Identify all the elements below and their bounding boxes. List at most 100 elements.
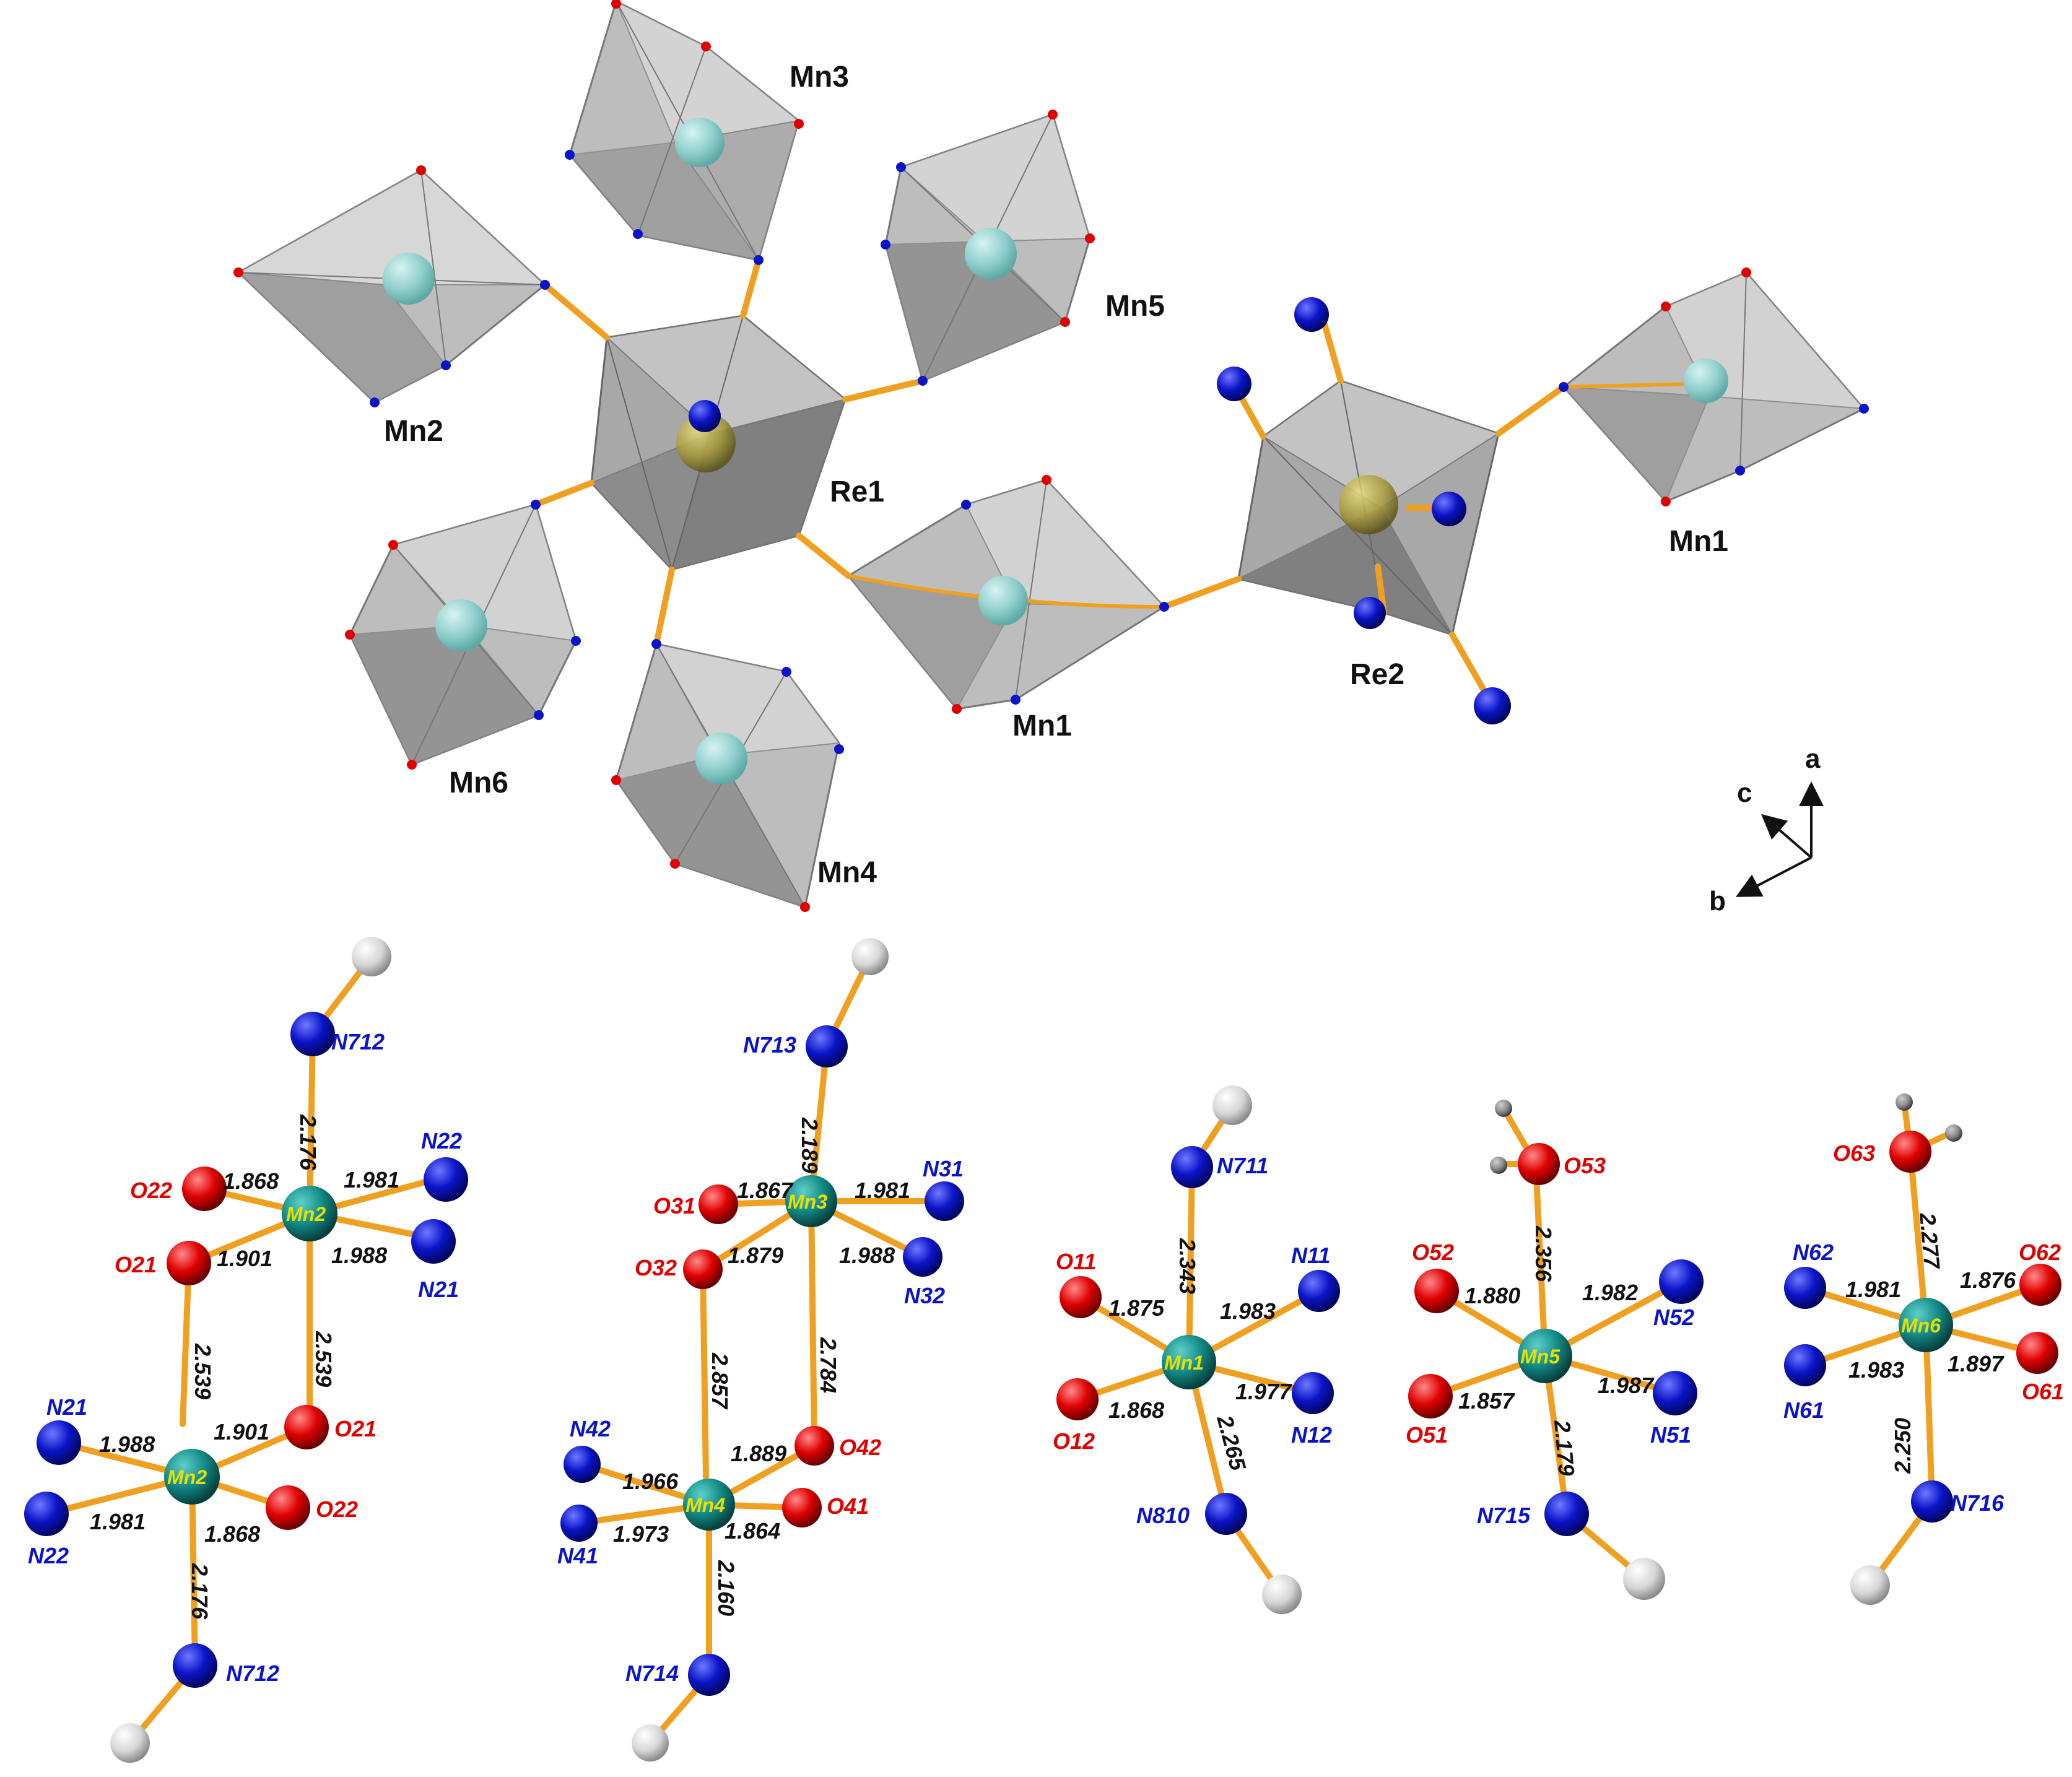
mn6-octahedron — [349, 503, 577, 766]
n715-label: N715 — [1477, 1503, 1531, 1528]
mn2-dist-bridge-left: 2.539 — [190, 1343, 215, 1399]
mn5-center-label: Mn5 — [1520, 1345, 1561, 1368]
mn1-dist-n810: 2.265 — [1212, 1412, 1251, 1474]
mn5-dist-o53: 2.356 — [1531, 1225, 1556, 1282]
dist-n42: 1.966 — [622, 1469, 679, 1494]
mn1-octahedron-left — [847, 479, 1166, 710]
n51-label: N51 — [1650, 1422, 1691, 1448]
axes-indicator: a c b — [1709, 744, 1824, 916]
mn2-n21-bottom-label: N21 — [46, 1394, 87, 1420]
mn2-dist-o21-top: 1.901 — [217, 1246, 272, 1271]
mn2-center-bottom-label: Mn2 — [167, 1466, 207, 1488]
mn6-dist-o61: 1.897 — [1948, 1351, 2005, 1376]
mn3-center-label: Mn3 — [788, 1191, 827, 1213]
mn2-dist-n712-bottom: 2.176 — [187, 1563, 212, 1620]
label-mn1-right: Mn1 — [1669, 525, 1728, 558]
polyhedron-vertex-atoms — [233, 0, 1869, 912]
dist-n41: 1.973 — [613, 1521, 669, 1547]
re1-octahedron — [590, 315, 847, 571]
n716-label: N716 — [1951, 1490, 2005, 1516]
mn5-dist-n51: 1.987 — [1598, 1373, 1655, 1398]
mn6-dist-o62: 1.876 — [1960, 1267, 2016, 1293]
mn5-dist-o51: 1.857 — [1458, 1388, 1515, 1414]
mn1-dist-n11: 1.983 — [1220, 1298, 1276, 1324]
mn2-o22-bottom-label: O22 — [316, 1497, 358, 1522]
mn6-coordination: Mn6 O63 N62 O62 N61 O61 N716 2.277 1.981… — [1783, 1093, 2064, 1605]
mn1-coordination: Mn1 N711 O11 N11 O12 N12 N810 2.343 1.87… — [1053, 1085, 1340, 1614]
mn4-center-label: Mn4 — [686, 1494, 725, 1516]
mn1-center-label: Mn1 — [1164, 1352, 1204, 1374]
n11-label: N11 — [1291, 1243, 1330, 1268]
label-mn1-left: Mn1 — [1012, 710, 1072, 742]
n714-label: N714 — [625, 1661, 679, 1686]
mn5-coordination: Mn5 O53 O52 N52 O51 N51 N715 2.356 1.880… — [1406, 1100, 1704, 1600]
label-mn2: Mn2 — [384, 415, 443, 448]
mn1-dist-n12: 1.977 — [1235, 1379, 1292, 1404]
dist-n31: 1.981 — [855, 1178, 910, 1203]
dist-o31: 1.867 — [737, 1178, 794, 1203]
o51-label: O51 — [1406, 1422, 1448, 1448]
n31-label: N31 — [923, 1156, 964, 1181]
n41-label: N41 — [557, 1543, 598, 1568]
dist-n714: 2.160 — [713, 1560, 739, 1616]
mn2-n712-bottom-label: N712 — [226, 1661, 279, 1686]
mn2-o22-top-label: O22 — [130, 1178, 172, 1203]
o11-label: O11 — [1056, 1249, 1096, 1274]
n12-label: N12 — [1291, 1422, 1332, 1448]
dist-o42: 1.889 — [731, 1441, 786, 1466]
mn2-dist-n22-bottom: 1.981 — [90, 1509, 146, 1534]
axis-b-label: b — [1709, 886, 1726, 916]
label-mn6: Mn6 — [449, 767, 508, 799]
re2-octahedron — [1237, 380, 1500, 636]
dist-o32: 1.879 — [728, 1243, 783, 1268]
mn4-octahedron — [615, 643, 840, 908]
mn2-n22-top-label: N22 — [421, 1128, 462, 1154]
mn2-n21-top-label: N21 — [418, 1277, 459, 1302]
dist-o41: 1.864 — [725, 1518, 780, 1544]
n52-label: N52 — [1653, 1305, 1694, 1330]
dist-n32: 1.988 — [839, 1243, 895, 1268]
mn2-dist-n21-bottom: 1.988 — [99, 1432, 155, 1457]
mn2-dist-n22-top: 1.981 — [344, 1167, 399, 1193]
mn6-dist-n62: 1.981 — [1845, 1277, 1901, 1302]
axis-a-label: a — [1805, 744, 1821, 774]
mn1-octahedron-right — [1562, 271, 1866, 503]
n61-label: N61 — [1783, 1397, 1824, 1423]
mn2-octahedron — [236, 169, 547, 404]
mn1-dist-n711: 2.343 — [1175, 1238, 1200, 1294]
n711-label: N711 — [1217, 1153, 1268, 1178]
mn3-octahedron — [568, 0, 801, 262]
mn2-dist-o22-top: 1.868 — [223, 1168, 279, 1194]
mn3-mn4-dimer: Mn3 Mn4 N713 N31 O31 O32 N32 N42 O42 O41… — [557, 938, 964, 1762]
n713-label: N713 — [743, 1032, 796, 1058]
label-mn3: Mn3 — [790, 61, 849, 93]
mn2-o21-top-label: O21 — [115, 1252, 157, 1277]
mn5-dist-n715: 2.179 — [1549, 1419, 1580, 1477]
label-re2: Re2 — [1350, 658, 1404, 691]
dist-bridge-right-mn34: 2.784 — [816, 1337, 841, 1393]
mn6-dist-o63: 2.277 — [1915, 1211, 1945, 1271]
mn5-octahedron — [884, 113, 1091, 383]
o31-label: O31 — [653, 1193, 695, 1219]
n62-label: N62 — [1793, 1240, 1834, 1265]
mn2-dist-n21-top: 1.988 — [331, 1243, 387, 1268]
top-labels: Mn3 Mn2 Mn5 Re1 Mn1 Mn6 Mn4 Re2 Mn1 — [384, 61, 1728, 889]
o63-label: O63 — [1833, 1140, 1875, 1166]
o32-label: O32 — [635, 1255, 677, 1280]
dist-n713: 2.189 — [797, 1117, 822, 1173]
label-mn5: Mn5 — [1105, 290, 1165, 323]
top-bridging-bonds — [533, 257, 1567, 703]
mn1-dist-o12: 1.868 — [1108, 1397, 1164, 1423]
mn2-dist-bridge-right: 2.539 — [311, 1331, 336, 1387]
n32-label: N32 — [904, 1283, 945, 1308]
mn2-n712-top-label: N712 — [331, 1029, 385, 1054]
terminal-n-atoms — [689, 297, 1511, 724]
axis-c-label: c — [1737, 778, 1752, 808]
mn2-dist-o22-bottom: 1.868 — [204, 1521, 260, 1547]
mn1-dist-o11: 1.875 — [1108, 1295, 1165, 1321]
o53-label: O53 — [1564, 1153, 1606, 1178]
mn2-n22-bottom-label: N22 — [28, 1543, 69, 1568]
mn6-center-label: Mn6 — [1901, 1314, 1941, 1337]
dist-bridge-left-mn34: 2.857 — [707, 1352, 733, 1410]
